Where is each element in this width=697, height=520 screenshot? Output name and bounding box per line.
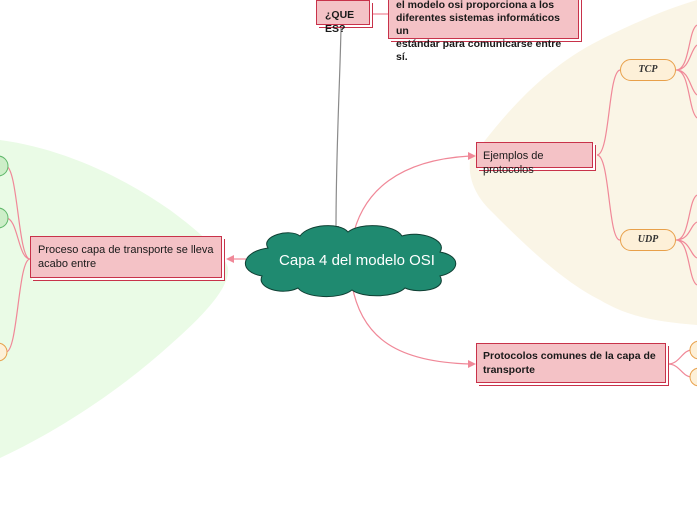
que-es-node[interactable]: ¿QUE ES? bbox=[316, 0, 370, 35]
que-es-desc-line-3: estándar para comunicarse entre sí. bbox=[396, 38, 562, 63]
que-es-desc-line-2: diferentes sistemas informáticos un bbox=[396, 12, 560, 37]
tcp-node[interactable]: TCP bbox=[620, 59, 676, 81]
proceso-child-2[interactable] bbox=[0, 207, 9, 229]
tcp-label: TCP bbox=[638, 64, 658, 75]
que-es-desc-line-1: el modelo osi proporciona a los bbox=[396, 0, 555, 11]
connector-que-es bbox=[335, 27, 342, 229]
central-topic[interactable]: Capa 4 del modelo OSI bbox=[279, 252, 435, 269]
proceso-node[interactable]: Proceso capa de transporte se lleva acab… bbox=[30, 236, 222, 278]
connector-protocolos bbox=[351, 284, 471, 365]
protocolos-comunes-label: Protocolos comunes de la capa de transpo… bbox=[483, 350, 656, 376]
ejemplos-node[interactable]: Ejemplos de protocolos bbox=[476, 142, 593, 176]
protocolos-child-1[interactable] bbox=[689, 340, 697, 360]
arrow-proceso bbox=[226, 255, 234, 263]
protocolos-comunes-node[interactable]: Protocolos comunes de la capa de transpo… bbox=[476, 343, 666, 383]
protocolos-child-2[interactable] bbox=[689, 367, 697, 387]
arrow-protocolos bbox=[468, 360, 476, 368]
ejemplos-label: Ejemplos de protocolos bbox=[483, 150, 544, 176]
que-es-description-node[interactable]: el modelo osi proporciona a los diferent… bbox=[388, 0, 579, 63]
udp-label: UDP bbox=[637, 234, 659, 245]
connector-udp-children bbox=[675, 194, 697, 286]
proceso-child-1[interactable] bbox=[0, 155, 9, 177]
connector-proceso-children bbox=[5, 165, 31, 353]
connector-ejemplos bbox=[351, 155, 471, 241]
connector-tcp-children bbox=[675, 24, 697, 119]
central-cloud[interactable] bbox=[244, 225, 457, 297]
que-es-label: ¿QUE ES? bbox=[325, 9, 355, 35]
proceso-label: Proceso capa de transporte se lleva acab… bbox=[38, 244, 214, 270]
connector-ejemplos-children bbox=[596, 69, 621, 241]
connector-protocolos-children bbox=[667, 349, 693, 378]
proceso-child-3[interactable] bbox=[0, 342, 8, 362]
region-proceso bbox=[0, 140, 229, 458]
udp-node[interactable]: UDP bbox=[620, 229, 676, 251]
arrow-ejemplos bbox=[468, 152, 476, 160]
